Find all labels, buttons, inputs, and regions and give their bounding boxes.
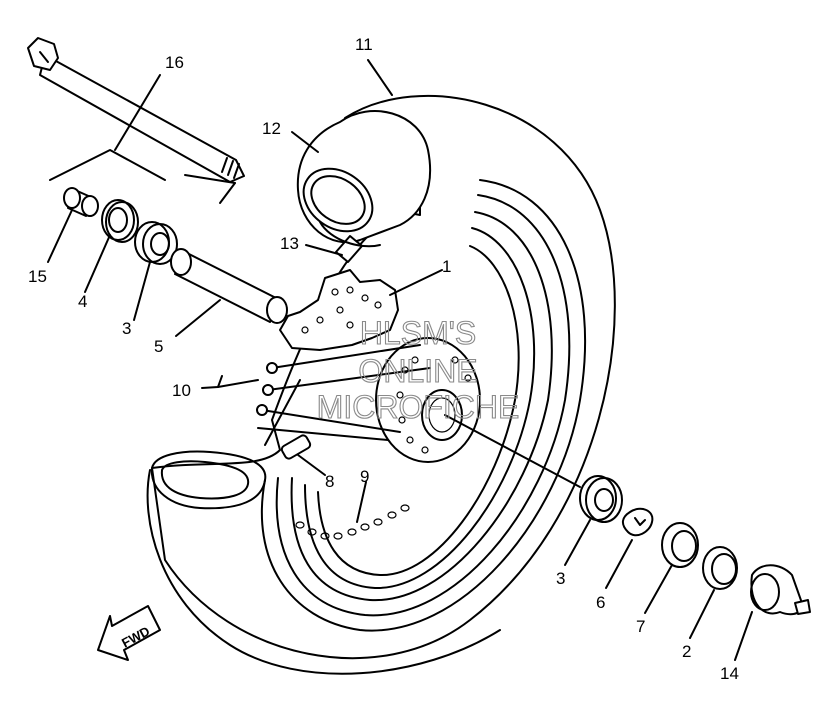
spokes <box>256 344 431 446</box>
callout-13: 13 <box>280 234 299 253</box>
rim-spoke-holes <box>295 504 410 540</box>
watermark-line-2: ONLINE <box>358 353 477 389</box>
bearing-right <box>579 475 623 523</box>
speedometer-gear-unit <box>750 564 811 616</box>
brake-disc <box>279 269 481 463</box>
leader-lines <box>47 59 753 661</box>
callout-3-left: 3 <box>122 319 131 338</box>
watermark: HLSM'S ONLINE MICROFICHE <box>316 314 520 425</box>
callout-9: 9 <box>360 467 369 486</box>
callout-10: 10 <box>172 381 191 400</box>
bearing-left <box>134 221 178 265</box>
axle-shaft <box>27 37 245 183</box>
spacer <box>170 248 288 324</box>
callout-5: 5 <box>154 337 163 356</box>
fwd-direction-arrow: FWD <box>97 605 161 661</box>
callout-16: 16 <box>165 53 184 72</box>
hub-center-line <box>444 414 581 488</box>
callout-6: 6 <box>596 593 605 612</box>
spoke-nipple <box>280 434 312 460</box>
callout-15: 15 <box>28 267 47 286</box>
callout-14: 14 <box>720 664 739 683</box>
axle-bracket-line <box>49 149 236 204</box>
watermark-line-1: HLSM'S <box>360 315 476 351</box>
circlip <box>622 507 654 537</box>
callout-7: 7 <box>636 617 645 636</box>
callout-11: 11 <box>355 35 373 54</box>
callout-4: 4 <box>78 292 87 311</box>
callout-1: 1 <box>442 257 451 276</box>
callout-8: 8 <box>325 472 334 491</box>
collar <box>63 187 99 217</box>
inner-tube <box>296 110 432 244</box>
watermark-line-3: MICROFICHE <box>317 389 520 425</box>
oil-seal <box>101 199 139 243</box>
callout-12: 12 <box>262 119 281 138</box>
callout-3-right: 3 <box>556 569 565 588</box>
oil-seal-right <box>661 522 699 568</box>
callout-2: 2 <box>682 642 691 661</box>
meter-clutch <box>702 546 738 590</box>
